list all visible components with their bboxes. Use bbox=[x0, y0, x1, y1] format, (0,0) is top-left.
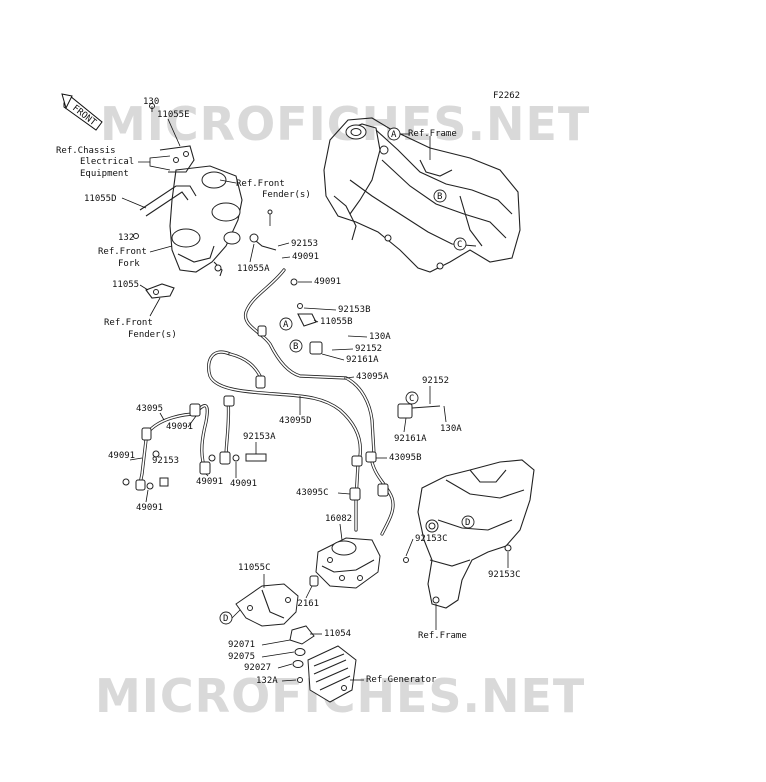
label-92075: 92075 bbox=[228, 652, 255, 662]
label-49091-f: 49091 bbox=[230, 479, 257, 489]
label-92027: 92027 bbox=[244, 663, 271, 673]
watermark-top: MICROFICHES.NET bbox=[100, 97, 590, 151]
label-11055E: 11055E bbox=[157, 110, 190, 120]
brake-hoses-drawing bbox=[122, 268, 395, 536]
callout-d-bracket-text: D bbox=[223, 614, 228, 624]
label-ref-frame-top: Ref.Frame bbox=[408, 129, 457, 139]
label-fender-s-bot: Fender(s) bbox=[128, 330, 177, 340]
callout-b-hose bbox=[289, 339, 303, 353]
label-43095C: 43095C bbox=[296, 488, 329, 498]
label-11055D: 11055D bbox=[84, 194, 117, 204]
label-92071: 92071 bbox=[228, 640, 255, 650]
label-ref-front-fender-bot: Ref.Front bbox=[104, 318, 153, 328]
label-92153C-a: 92153C bbox=[415, 534, 448, 544]
label-92153B: 92153B bbox=[338, 305, 371, 315]
callout-b-hose-text: B bbox=[293, 342, 298, 352]
rear-frame-drawing bbox=[417, 459, 535, 609]
label-43095D: 43095D bbox=[279, 416, 312, 426]
callout-c-frame bbox=[453, 237, 467, 251]
front-arrow-icon: FRONT bbox=[61, 93, 103, 131]
label-electrical: Electrical bbox=[80, 157, 134, 167]
label-49091-a: 49091 bbox=[292, 252, 319, 262]
label-92153A: 92153A bbox=[243, 432, 276, 442]
label-11054: 11054 bbox=[324, 629, 351, 639]
label-16082: 16082 bbox=[325, 514, 352, 524]
label-92153C-b: 92153C bbox=[488, 570, 521, 580]
label-fender-s-top: Fender(s) bbox=[262, 190, 311, 200]
label-ref-front-fender-top: Ref.Front bbox=[236, 179, 285, 189]
label-43095B: 43095B bbox=[389, 453, 422, 463]
label-ref-chassis: Ref.Chassis bbox=[56, 146, 116, 156]
callout-d-frame bbox=[461, 515, 475, 529]
callout-b-frame bbox=[433, 189, 447, 203]
figure-code: F2262 bbox=[493, 91, 520, 101]
callout-c-hose-text: C bbox=[409, 394, 414, 404]
label-92161A-a: 92161A bbox=[346, 355, 379, 365]
label-132A: 132A bbox=[256, 676, 278, 686]
label-ref-front-fork: Ref.Front bbox=[98, 247, 147, 257]
label-equipment: Equipment bbox=[80, 169, 129, 179]
label-43095: 43095 bbox=[136, 404, 163, 414]
label-49091-d: 49091 bbox=[108, 451, 135, 461]
abs-unit-drawing bbox=[309, 537, 409, 589]
label-11055B: 11055B bbox=[320, 317, 353, 327]
label-11055C: 11055C bbox=[238, 563, 271, 573]
label-92161: 92161 bbox=[292, 599, 319, 609]
front-fork-drawing bbox=[133, 103, 277, 299]
label-49091-e: 49091 bbox=[196, 477, 223, 487]
callout-a-hose-text: A bbox=[283, 320, 289, 330]
callout-a-frame-text: A bbox=[391, 130, 397, 140]
label-ref-frame-bot: Ref.Frame bbox=[418, 631, 467, 641]
label-92152-a: 92152 bbox=[355, 344, 382, 354]
label-130-top: 130 bbox=[143, 97, 159, 107]
callout-c-frame-text: C bbox=[457, 240, 462, 250]
label-11055A: 11055A bbox=[237, 264, 270, 274]
label-92161A-b: 92161A bbox=[394, 434, 427, 444]
label-49091-c: 49091 bbox=[166, 422, 193, 432]
callout-c-hose bbox=[405, 391, 419, 405]
label-43095A: 43095A bbox=[356, 372, 389, 382]
bracket-generator-drawing bbox=[235, 583, 357, 703]
label-92153-top: 92153 bbox=[291, 239, 318, 249]
label-130A-b: 130A bbox=[440, 424, 462, 434]
label-49091-b: 49091 bbox=[314, 277, 341, 287]
label-92153-mid: 92153 bbox=[152, 456, 179, 466]
label-130A-a: 130A bbox=[369, 332, 391, 342]
callout-b-frame-text: B bbox=[437, 192, 442, 202]
label-ref-generator: Ref.Generator bbox=[366, 675, 437, 685]
label-92152-b: 92152 bbox=[422, 376, 449, 386]
callout-d-frame-text: D bbox=[465, 518, 470, 528]
callout-a-hose bbox=[279, 317, 293, 331]
label-fork: Fork bbox=[118, 259, 140, 269]
main-frame-drawing bbox=[323, 117, 521, 273]
label-132: 132 bbox=[118, 233, 134, 243]
label-11055: 11055 bbox=[112, 280, 139, 290]
label-49091-g: 49091 bbox=[136, 503, 163, 513]
